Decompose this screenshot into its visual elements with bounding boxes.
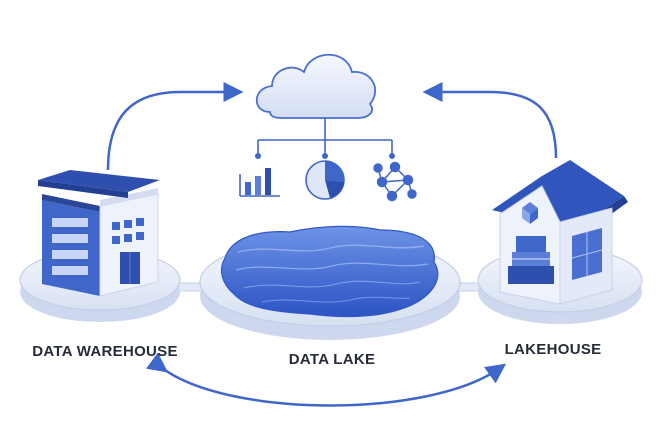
cloud-icon xyxy=(255,53,376,119)
lakehouse-icon xyxy=(492,160,628,305)
network-graph-icon xyxy=(373,161,417,202)
arrow-warehouse-to-cloud xyxy=(106,82,244,171)
arrow-lakehouse-to-cloud xyxy=(422,82,558,159)
data-lake-label: DATA LAKE xyxy=(288,351,376,368)
warehouse-building-icon xyxy=(38,170,160,297)
lakehouse-label: LAKEHOUSE xyxy=(504,341,602,358)
pie-chart-icon xyxy=(305,160,345,200)
lake-water-icon xyxy=(221,225,439,318)
double-arrow-warehouse-lakehouse xyxy=(146,352,507,407)
bar-chart-icon xyxy=(239,168,280,197)
data-warehouse-label: DATA WAREHOUSE xyxy=(32,343,178,360)
cloud-connector-lines xyxy=(255,118,395,160)
